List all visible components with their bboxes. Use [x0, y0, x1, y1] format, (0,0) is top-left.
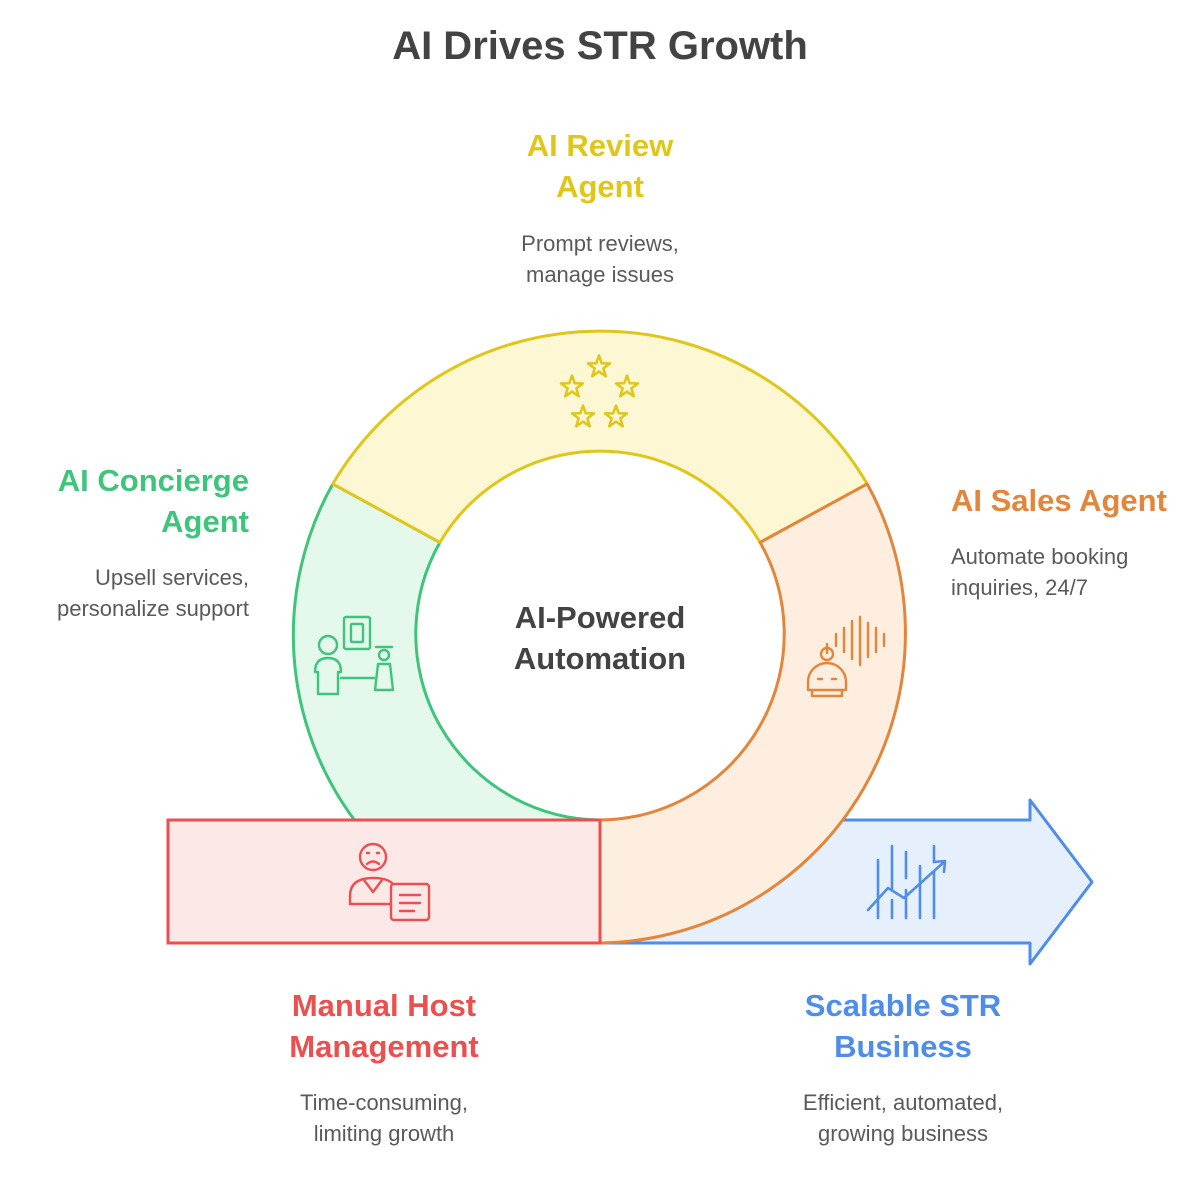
review-desc-line-2: manage issues [526, 262, 674, 287]
review-desc-line-1: Prompt reviews, [521, 231, 679, 256]
scalable-business-description: Efficient, automated, growing business [753, 1087, 1053, 1149]
growth-chart-icon [866, 844, 947, 920]
scalable-title-line-2: Business [834, 1029, 972, 1064]
concierge-title-line-2: Agent [161, 504, 249, 539]
review-agent-title: AI Review Agent [445, 125, 755, 207]
stars-icon [559, 354, 640, 428]
sales-agent-description: Automate booking inquiries, 24/7 [951, 541, 1191, 603]
concierge-title-line-1: AI Concierge [57, 463, 249, 498]
scalable-business-title: Scalable STR Business [753, 985, 1053, 1067]
diagram-title: AI Drives STR Growth [392, 24, 808, 68]
scalable-title-line-1: Scalable STR [804, 988, 1002, 1023]
review-segment [331, 329, 869, 544]
concierge-agent-title: AI Concierge Agent [0, 460, 249, 542]
manual-host-box [166, 818, 602, 945]
review-title-line-2: Agent [556, 169, 644, 204]
sales-desc-line-1: Automate booking [951, 544, 1129, 569]
review-agent-description: Prompt reviews, manage issues [445, 228, 755, 290]
center-line-2: Automation [513, 641, 687, 676]
manual-title-line-1: Manual Host [291, 988, 477, 1023]
manual-desc-line-2: limiting growth [313, 1121, 455, 1146]
sales-agent-title: AI Sales Agent [951, 483, 1167, 518]
robot-soundwave-icon [806, 615, 886, 698]
stressed-host-document-icon [348, 842, 431, 922]
manual-host-description: Time-consuming, limiting growth [234, 1087, 534, 1149]
concierge-desc-line-2: personalize support [56, 596, 249, 621]
concierge-agent-description: Upsell services, personalize support [0, 562, 249, 624]
sales-segment [598, 482, 907, 945]
concierge-desk-icon [313, 615, 395, 696]
manual-desc-line-1: Time-consuming, [300, 1090, 468, 1115]
concierge-desc-line-1: Upsell services, [94, 565, 249, 590]
scalable-desc-line-2: growing business [818, 1121, 988, 1146]
manual-title-line-2: Management [289, 1029, 479, 1064]
concierge-segment [291, 482, 602, 822]
sales-desc-line-2: inquiries, 24/7 [951, 575, 1088, 600]
center-label: AI-Powered Automation [450, 597, 750, 679]
review-title-line-1: AI Review [526, 128, 674, 163]
manual-host-title: Manual Host Management [234, 985, 534, 1067]
scalable-desc-line-1: Efficient, automated, [802, 1090, 1004, 1115]
center-line-1: AI-Powered [514, 600, 686, 635]
